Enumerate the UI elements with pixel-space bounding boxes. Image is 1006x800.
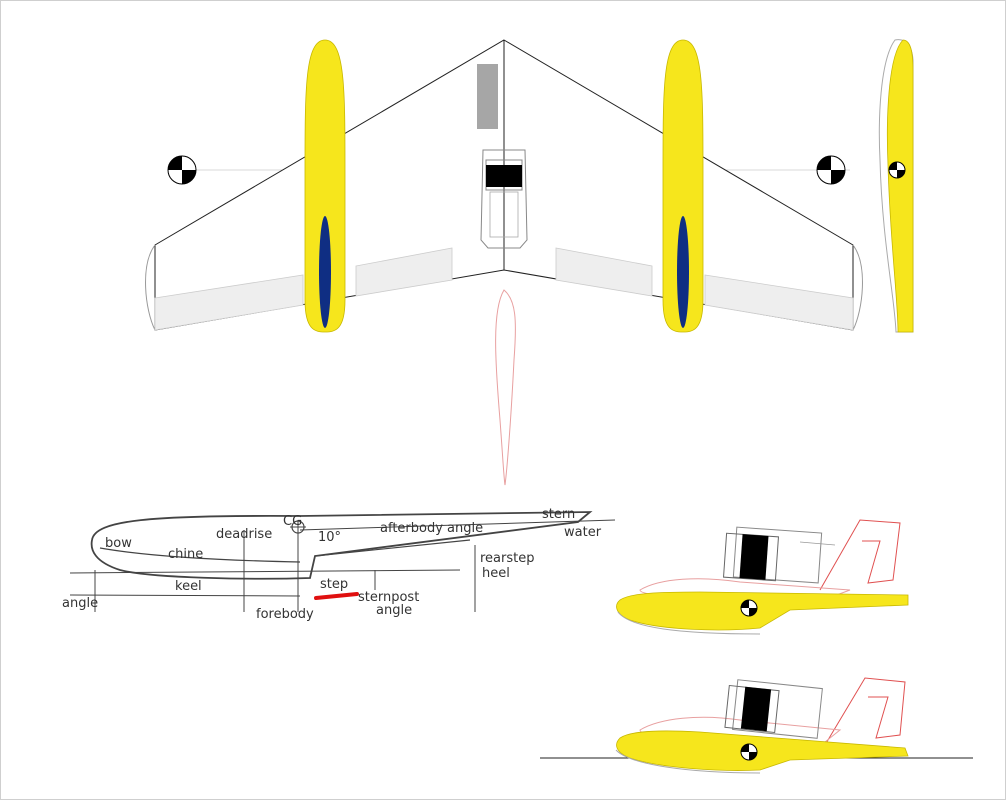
label-sternpost: sternpost	[358, 590, 419, 605]
center-motor-pod	[480, 149, 528, 249]
right-wingtip	[852, 244, 863, 331]
cg-marker-icon	[167, 155, 197, 185]
cg-marker-icon	[816, 155, 846, 185]
label-bow: bow	[105, 536, 132, 551]
left-float-top	[304, 39, 346, 333]
cg-marker-icon	[740, 599, 758, 617]
float-side-view	[878, 39, 914, 333]
top-view	[145, 39, 863, 333]
label-angle-left: angle	[62, 596, 98, 611]
label-deadrise: deadrise	[216, 527, 272, 542]
cg-marker-icon	[740, 743, 758, 761]
side-view-lower	[540, 677, 973, 774]
label-keel: keel	[175, 579, 202, 594]
grey-panel	[477, 64, 498, 129]
label-ten-degrees: 10°	[318, 530, 341, 545]
left-outer-elevon	[154, 274, 304, 331]
label-afterbody-angle: afterbody angle	[380, 521, 483, 536]
side-view-upper	[616, 519, 909, 635]
label-step: step	[320, 577, 348, 592]
label-forebody-partial: forebody	[256, 607, 314, 622]
right-inner-elevon	[555, 247, 653, 297]
label-heel: heel	[482, 566, 510, 581]
cg-marker-icon	[888, 161, 906, 179]
left-inner-elevon	[355, 247, 453, 297]
label-rearstep: rearstep	[480, 551, 535, 566]
label-stern: stern	[542, 507, 575, 522]
label-water: water	[564, 525, 602, 540]
label-angle-right: angle	[376, 603, 412, 618]
left-wingtip	[145, 244, 156, 331]
label-cg: CG	[283, 514, 302, 529]
right-outer-elevon	[704, 274, 854, 331]
motor-icon	[740, 686, 772, 732]
step-highlight	[314, 592, 359, 600]
hull-sketch: bow chine deadrise CG 10° afterbody angl…	[62, 507, 616, 622]
motor-icon	[739, 534, 769, 580]
airfoil-section	[495, 289, 516, 486]
label-chine: chine	[168, 547, 203, 562]
right-float-top	[662, 39, 704, 333]
motor-icon	[486, 165, 522, 187]
